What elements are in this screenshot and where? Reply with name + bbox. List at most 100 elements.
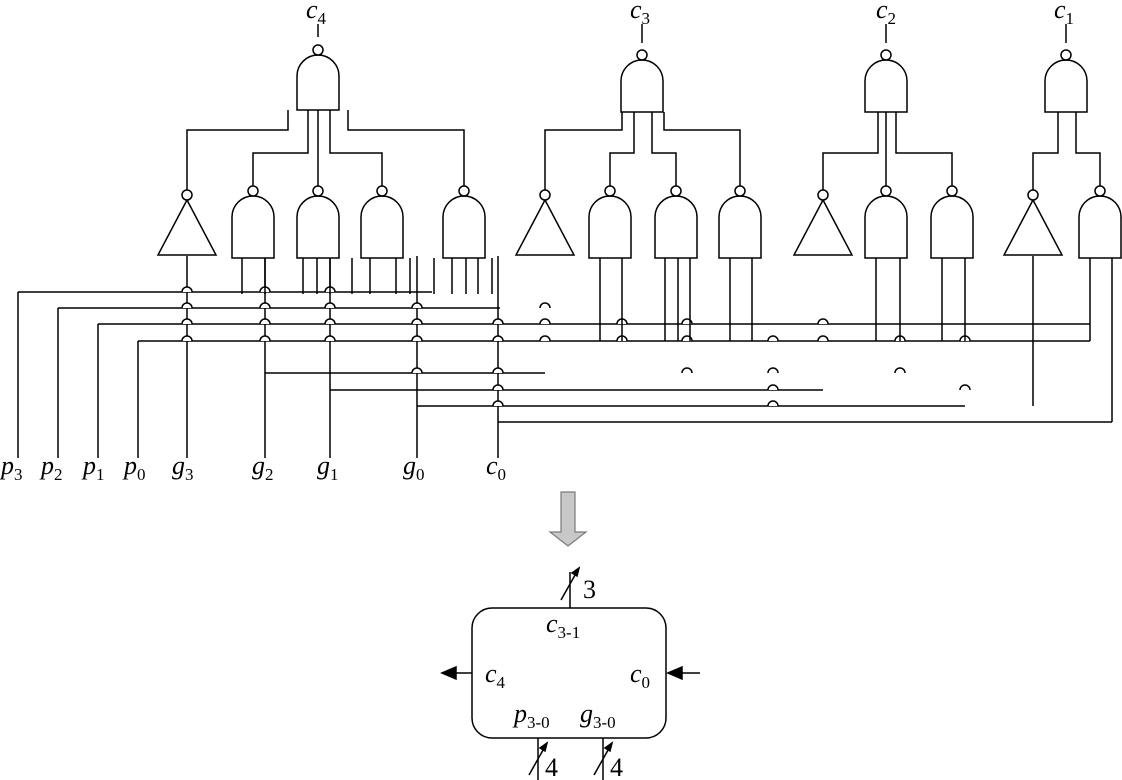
- not-gate-g2-bubble: [539, 189, 551, 201]
- output-label-c3: c3: [630, 0, 650, 28]
- wire-crossover: [539, 302, 551, 309]
- wire-crossover: [259, 318, 271, 325]
- output-label-c1: c1: [1054, 0, 1074, 28]
- and-gate-c2: [864, 59, 908, 113]
- and-gate-c2-a: [864, 195, 908, 259]
- wire-crossover: [539, 335, 551, 342]
- block-label-g3-0: g3-0: [580, 699, 616, 732]
- wire-crossover: [324, 335, 336, 342]
- and-gate-c1-bubble: [1060, 49, 1072, 61]
- wire-crossover: [767, 400, 779, 407]
- wires: [17, 24, 1113, 458]
- not-gate-g2: [514, 198, 576, 256]
- wire: [347, 110, 465, 190]
- and-gate-c1: [1044, 59, 1088, 113]
- and-gate-c2-bubble: [880, 49, 892, 61]
- and-gate-c4-d-bubble: [458, 185, 470, 197]
- and-gate-c3-c-bubble: [734, 185, 746, 197]
- and-gate-c2-a-bubble: [880, 185, 892, 197]
- and-gate-c4-d: [442, 195, 486, 259]
- wire: [329, 110, 383, 190]
- wire-crossover: [817, 335, 829, 342]
- wire-crossover: [181, 302, 193, 309]
- wire-crossover: [817, 318, 829, 325]
- not-gate-g1: [792, 198, 854, 256]
- wire: [1032, 112, 1059, 190]
- and-gate-c4-a-bubble: [247, 185, 259, 197]
- and-gate-c2-b: [930, 195, 974, 259]
- and-gate-c3-a-bubble: [604, 185, 616, 197]
- wire-crossover: [181, 318, 193, 325]
- wire: [186, 110, 289, 190]
- and-gate-c3-b-bubble: [670, 185, 682, 197]
- wire-crossover: [181, 286, 193, 293]
- output-label-c2: c2: [876, 0, 896, 28]
- wire-crossover: [492, 400, 504, 407]
- wire-crossover: [259, 335, 271, 342]
- wire-crossover: [181, 335, 193, 342]
- wire-crossover: [492, 318, 504, 325]
- wire-crossover: [767, 367, 779, 374]
- and-gate-c4-c-bubble: [376, 185, 388, 197]
- wire-crossover: [411, 367, 423, 374]
- input-label-p1: p1: [81, 451, 105, 484]
- and-gate-c4-c: [360, 195, 404, 259]
- input-label-g1: g1: [317, 451, 339, 484]
- input-label-p2: p2: [39, 451, 63, 484]
- wire: [822, 112, 879, 190]
- wire-crossover: [324, 318, 336, 325]
- wire-crossover: [492, 335, 504, 342]
- input-label-p0: p0: [122, 451, 146, 484]
- bus-width-bottom-right: 4: [610, 753, 623, 780]
- bus-width-top: 3: [583, 575, 596, 604]
- and-gate-c1-a: [1078, 195, 1122, 259]
- wire: [544, 112, 623, 190]
- gates: [156, 44, 1122, 259]
- not-gate-g0: [1002, 198, 1064, 256]
- wire-crossover: [259, 302, 271, 309]
- wire-crossover: [411, 318, 423, 325]
- and-gate-c3-a: [588, 195, 632, 259]
- and-gate-c3: [620, 59, 664, 113]
- wire-crossover: [411, 302, 423, 309]
- and-gate-c4-bubble: [312, 44, 324, 56]
- cla-block: [440, 566, 700, 780]
- and-gate-c3-bubble: [636, 49, 648, 61]
- and-gate-c1-a-bubble: [1094, 185, 1106, 197]
- and-gate-c3-b: [654, 195, 698, 259]
- and-gate-c3-c: [718, 195, 762, 259]
- down-arrow-icon: [548, 491, 588, 547]
- wire-crossover: [492, 367, 504, 374]
- wire-crossover: [411, 335, 423, 342]
- output-label-c4: c4: [306, 0, 327, 28]
- wire-crossover: [539, 318, 551, 325]
- bus-width-bottom-left: 4: [545, 753, 558, 780]
- wire: [651, 112, 677, 190]
- wire-crossover: [894, 367, 906, 374]
- wire: [663, 112, 741, 190]
- wire-crossover: [324, 302, 336, 309]
- block-label-c4: c4: [485, 659, 506, 692]
- and-gate-c4: [296, 54, 340, 111]
- not-gate-g1-bubble: [817, 189, 829, 201]
- and-gate-c2-b-bubble: [946, 185, 958, 197]
- wire: [1075, 112, 1101, 190]
- not-gate-g3-bubble: [181, 189, 193, 201]
- block-label-p3-0: p3-0: [512, 699, 550, 732]
- input-label-g0: g0: [403, 451, 425, 484]
- not-gate-g0-bubble: [1027, 189, 1039, 201]
- and-gate-c4-a: [231, 195, 275, 259]
- input-label-c0: c0: [486, 451, 506, 484]
- wire-crossover: [681, 367, 693, 374]
- input-label-g2: g2: [252, 451, 274, 484]
- and-gate-c4-b: [296, 195, 340, 259]
- input-label-p3: p3: [0, 451, 23, 484]
- wire: [252, 110, 309, 190]
- wire-crossover: [767, 384, 779, 391]
- not-gate-g3: [156, 198, 218, 256]
- wire: [609, 112, 635, 190]
- block-label-c0: c0: [630, 659, 650, 692]
- wire: [895, 112, 953, 190]
- input-label-g3: g3: [172, 451, 194, 484]
